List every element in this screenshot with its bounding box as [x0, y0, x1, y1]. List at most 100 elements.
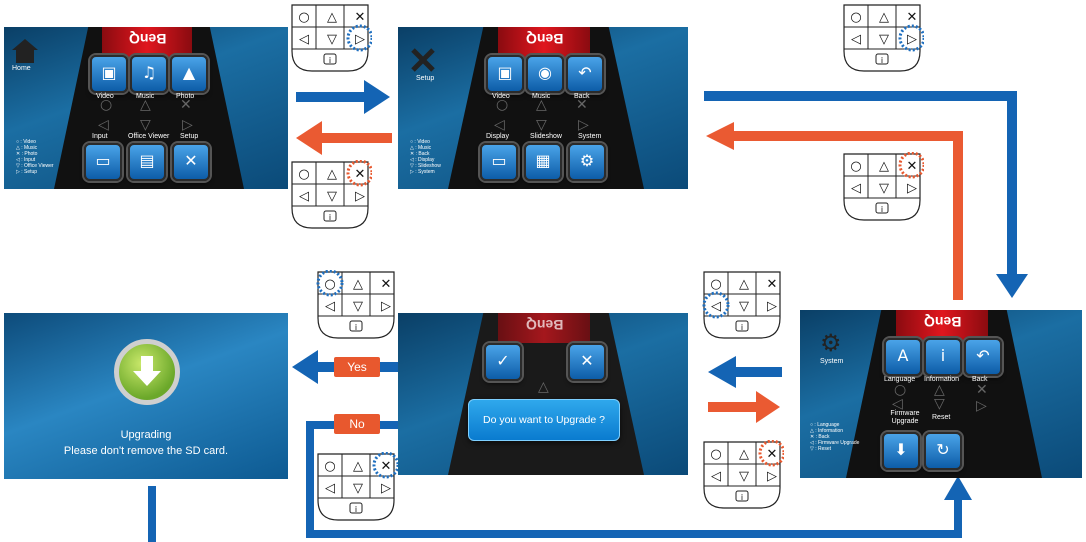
tile-office-viewer[interactable]: ▤ [128, 143, 166, 181]
label-music: Music [532, 93, 551, 100]
remote-setup-back: ○△✕◁▽▷i [288, 160, 372, 232]
key-left: ◁ [711, 299, 721, 314]
confirm-yes-tile[interactable]: ✓ [484, 343, 522, 381]
key-left: ◁ [325, 299, 335, 314]
legend-item: ▽ : Office Viewer [16, 163, 54, 169]
home-legend: ○ : Video △ : Music ✕ : Photo ◁ : Input … [16, 139, 54, 175]
tile-information[interactable]: i [924, 338, 962, 376]
arrow-confirm-to-system [708, 391, 780, 423]
sym-down: ▽ [536, 117, 547, 133]
highlight-ring [758, 440, 784, 467]
info-key [875, 202, 889, 214]
tile-system[interactable]: ⚙ [568, 143, 606, 181]
tile-reset[interactable]: ↻ [924, 432, 962, 470]
key-triangle: △ [327, 10, 337, 25]
sym-triangle: △ [934, 382, 945, 398]
key-down: ▽ [879, 181, 889, 196]
sym-left: ◁ [892, 396, 903, 412]
legend-item: △ : Information [810, 428, 844, 434]
key-right: ▷ [907, 32, 917, 47]
tile-setup[interactable]: ✕ [172, 143, 210, 181]
legend-item: ✕ : Back [410, 151, 430, 157]
tile-language[interactable]: A [884, 338, 922, 376]
remote-system-back: ○△✕◁▽▷i [840, 152, 924, 224]
info-key-label: i [355, 323, 357, 332]
arrow-upgrading-down [148, 486, 156, 542]
highlight-ring [346, 160, 372, 187]
remote-sys-back2: ○△✕◁▽▷i [700, 440, 784, 512]
tile-music[interactable]: ♫ [130, 55, 168, 93]
key-triangle: △ [879, 10, 889, 25]
remote-setup-sys: ○△✕◁▽▷i [840, 3, 924, 75]
tile-photo[interactable]: ▲ [170, 55, 208, 93]
sym-triangle: △ [538, 379, 549, 395]
tile-input[interactable]: ▭ [84, 143, 122, 181]
key-right: ▷ [355, 32, 365, 47]
home-icon [12, 39, 38, 63]
red-band [102, 27, 192, 57]
info-key [323, 53, 337, 65]
upgrade-dialog[interactable]: Do you want to Upgrade ? [468, 399, 620, 441]
key-cross: ✕ [381, 459, 392, 474]
tile-video[interactable]: ▣ [90, 55, 128, 93]
info-key [735, 320, 749, 332]
brand-logo: BenQ [526, 31, 564, 47]
label-music: Music [136, 93, 155, 100]
legend-item: ◁ : Input [16, 157, 36, 163]
key-cross: ✕ [767, 277, 778, 292]
legend-item: ◁ : Firmware Upgrade [810, 440, 860, 446]
key-down: ▽ [353, 299, 363, 314]
key-triangle: △ [739, 277, 749, 292]
key-cross: ✕ [355, 167, 366, 182]
key-cross: ✕ [381, 277, 392, 292]
upgrading-message: Please don't remove the SD card. [63, 445, 229, 457]
label-display: Display [486, 133, 509, 140]
sym-circle: ○ [100, 97, 113, 113]
label-video: Video [492, 93, 510, 100]
gears-icon: ⚙ [820, 329, 842, 357]
label-information: Information [924, 376, 960, 383]
arrow-setup-to-system [704, 91, 1028, 298]
info-key-label: i [881, 56, 883, 65]
key-cross: ✕ [907, 10, 918, 25]
confirm-no-tile[interactable]: ✕ [568, 343, 606, 381]
legend-item: ✕ : Photo [16, 151, 38, 157]
key-circle: ○ [850, 10, 861, 25]
legend-item: △ : Music [16, 145, 38, 151]
remote-confirm-no: ○△✕◁▽▷i [314, 452, 398, 524]
label-setup: Setup [180, 133, 199, 140]
info-key [735, 490, 749, 502]
tile-slideshow[interactable]: ▦ [524, 143, 562, 181]
sym-circle: ○ [496, 97, 509, 113]
legend-item: ✕ : Back [810, 434, 830, 440]
yes-label: Yes [334, 357, 380, 377]
key-triangle: △ [353, 459, 363, 474]
info-key [875, 53, 889, 65]
sym-triangle: △ [536, 97, 547, 113]
key-left: ◁ [851, 32, 861, 47]
tile-back[interactable]: ↶ [566, 55, 604, 93]
legend-item: ◁ : Display [410, 157, 435, 163]
highlight-ring [316, 270, 344, 297]
arrow-setup-to-home [296, 121, 392, 155]
label-slideshow: Slideshow [530, 133, 562, 140]
highlight-ring [898, 152, 924, 179]
sym-left: ◁ [98, 117, 109, 133]
label-system: System [578, 133, 602, 140]
arrow-home-to-setup [296, 80, 390, 114]
tile-music[interactable]: ◉ [526, 55, 564, 93]
sym-circle: ○ [894, 382, 907, 398]
legend-item: ○ : Video [410, 139, 430, 145]
tile-video[interactable]: ▣ [486, 55, 524, 93]
info-key [349, 320, 363, 332]
setup-legend: ○ : Video △ : Music ✕ : Back ◁ : Display… [410, 139, 441, 175]
home-label: Home [12, 65, 31, 72]
remote-sys-fw: ○△✕◁▽▷i [700, 270, 784, 342]
highlight-ring [346, 24, 372, 52]
key-triangle: △ [879, 159, 889, 174]
tile-display[interactable]: ▭ [480, 143, 518, 181]
tile-firmware-upgrade[interactable]: ⬇ [882, 432, 920, 470]
tile-back[interactable]: ↶ [964, 338, 1002, 376]
key-circle: ○ [710, 447, 721, 462]
key-circle: ○ [324, 459, 335, 474]
